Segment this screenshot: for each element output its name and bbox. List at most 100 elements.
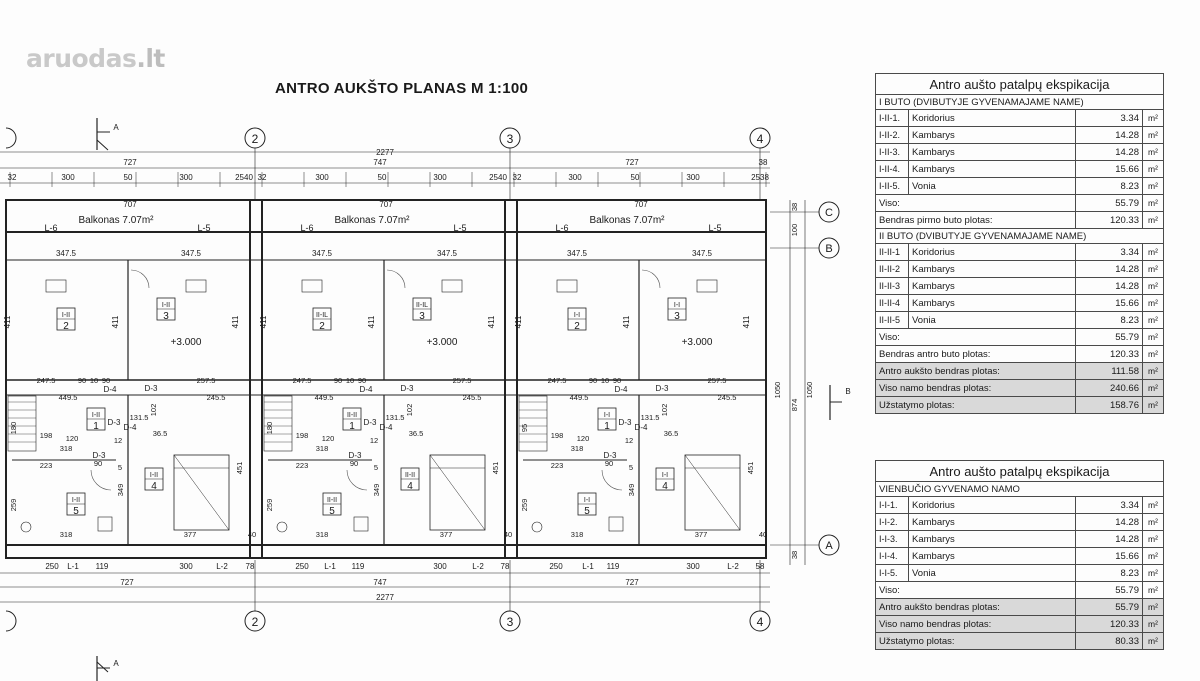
dimension-sub: 250: [549, 562, 563, 571]
level-mark: +3.000: [682, 337, 713, 348]
bed-icon: [684, 454, 741, 531]
dimension-sub: 300: [433, 562, 447, 571]
window-mark: L-5: [197, 223, 210, 233]
room-dimension: 347.5: [181, 249, 202, 258]
dimension-label: 180: [265, 422, 274, 435]
room-dimension: 411: [231, 315, 240, 328]
dimension-segment: 727: [625, 158, 639, 167]
room-area: 8.23: [1075, 564, 1143, 582]
grid-axis-label: 4: [757, 132, 764, 146]
window-mark: L-5: [453, 223, 466, 233]
dimension-label: 131.5: [130, 413, 149, 422]
dimension-sub: L-2: [472, 562, 484, 571]
room-code: I-II: [72, 497, 80, 504]
dimension-label: 12: [625, 436, 633, 445]
section-mark-label: A: [113, 659, 119, 668]
dimension-label: 318: [571, 530, 584, 539]
total-label: Užstatymo plotas:: [875, 632, 1076, 650]
door-swing: [346, 469, 368, 491]
door-mark: D-3: [349, 451, 362, 460]
dimension-total: 2277: [376, 593, 394, 602]
dimension-label: 5: [118, 463, 122, 472]
room-name: Vonia: [908, 177, 1076, 195]
room-number: 5: [584, 506, 590, 517]
stair-icon: [518, 395, 548, 452]
dimension-label: 90: [589, 376, 597, 385]
bed-icon: [173, 454, 230, 531]
room-number: 2: [63, 321, 69, 332]
dimension-label: 257.5: [453, 376, 472, 385]
dimension-label: 90: [78, 376, 86, 385]
dimension-label: 36.5: [664, 429, 679, 438]
unit: m²: [1142, 211, 1164, 229]
room-name: Kambarys: [908, 143, 1076, 161]
table-row: Antro aušto patalpų ekspikacija: [875, 460, 1164, 482]
grid-axis-bubble: [5, 610, 17, 632]
dimension-label: 449.5: [315, 393, 334, 402]
room-code: II-II-1: [875, 243, 909, 261]
exterior-wall: [5, 199, 767, 559]
dimension-label: 259: [520, 499, 529, 512]
dimension-label: 102: [149, 404, 158, 417]
dimension-label: 247.5: [37, 376, 56, 385]
toilet-icon: [531, 521, 543, 533]
dimension-label: 102: [405, 404, 414, 417]
door-mark: D-3: [656, 384, 669, 393]
dimension-label: 90: [102, 376, 110, 385]
total-value: 120.33: [1075, 615, 1143, 633]
grid-axis-label: 3: [507, 132, 514, 146]
door-mark: D-4: [380, 423, 393, 432]
dimension-sub: 119: [352, 562, 365, 571]
dimension-sub: 32: [8, 173, 17, 182]
door-swing: [90, 469, 112, 491]
total-value: 120.33: [1075, 211, 1143, 229]
grid-axis-label: 2: [252, 615, 259, 629]
dimension-label: 451: [491, 462, 500, 475]
balcony-dimension: 707: [379, 200, 393, 209]
dimension-label: 131.5: [641, 413, 660, 422]
room-area: 15.66: [1075, 547, 1143, 565]
room-code: I-I: [584, 497, 590, 504]
dimension-label: 10: [90, 376, 98, 385]
unit: m²: [1142, 615, 1164, 633]
total-label: Bendras antro buto plotas:: [875, 345, 1076, 363]
room-code: I-II: [62, 312, 70, 319]
unit: m²: [1142, 530, 1164, 548]
unit: m²: [1142, 126, 1164, 144]
unit: m²: [1142, 379, 1164, 397]
dimension-sub: 300: [686, 173, 700, 182]
room-code: II-IL: [316, 312, 328, 319]
section-arrow: [96, 139, 109, 151]
level-mark: +3.000: [427, 337, 458, 348]
dimension-label: 318: [316, 444, 329, 453]
desk-icon: [301, 279, 323, 293]
room-code: I-I: [674, 302, 680, 309]
door-swing: [386, 269, 406, 289]
room-code: I-I-2.: [875, 513, 909, 531]
dimension-label: 5: [374, 463, 378, 472]
total-label: Bendras pirmo buto plotas:: [875, 211, 1076, 229]
room-number: 1: [349, 421, 355, 432]
desk-icon: [45, 279, 67, 293]
dimension-label: 131.5: [386, 413, 405, 422]
room-area: 14.28: [1075, 513, 1143, 531]
plan-title: ANTRO AUKŠTO PLANAS M 1:100: [275, 80, 529, 97]
dimension-label: 259: [9, 499, 18, 512]
logo-text: aruodas: [26, 44, 137, 73]
grid-row-label: A: [825, 540, 833, 552]
door-mark: D-3: [364, 418, 377, 427]
room-code: I-I: [574, 312, 580, 319]
